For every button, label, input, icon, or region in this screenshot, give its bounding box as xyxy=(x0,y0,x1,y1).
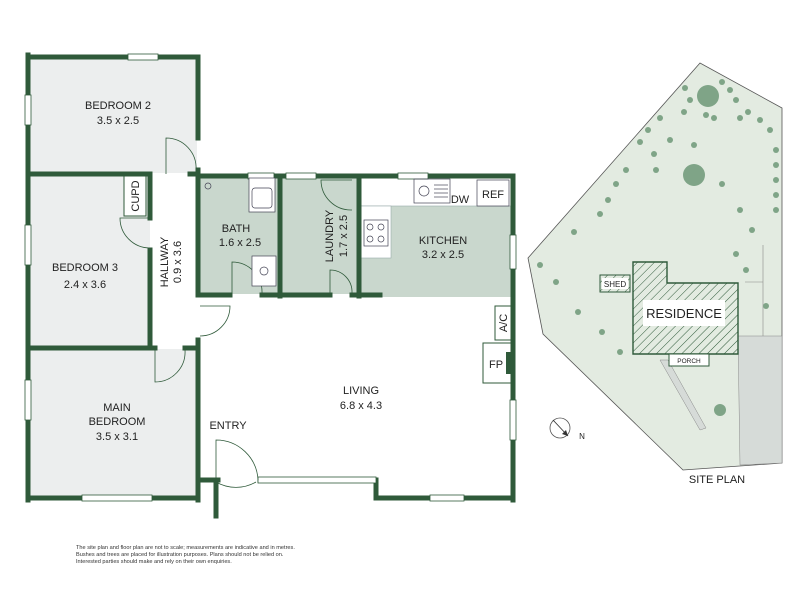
bedroom2-size: 3.5 x 2.5 xyxy=(97,115,139,127)
kitchen-side-bench xyxy=(360,205,392,259)
main-bedroom-floor xyxy=(28,349,198,497)
site-path xyxy=(659,359,707,431)
bath-fixtures xyxy=(204,177,277,287)
windows xyxy=(24,53,517,502)
ref-label: REF xyxy=(482,189,504,201)
main-bedroom-name-2: BEDROOM xyxy=(89,416,146,428)
laundry-name: LAUNDRY xyxy=(324,209,336,262)
living-name: LIVING xyxy=(343,385,379,397)
compass-rose xyxy=(549,417,571,439)
doors xyxy=(119,137,353,518)
cupd-label: CUPD xyxy=(130,180,142,211)
site-plan-title: SITE PLAN xyxy=(689,474,745,486)
entry-label: ENTRY xyxy=(209,420,247,432)
site-driveway xyxy=(737,335,783,466)
ac-box xyxy=(494,305,512,341)
shed-label: SHED xyxy=(604,280,626,289)
disclaimer-line-2: Bushes and trees are placed for illustra… xyxy=(76,552,284,558)
bath-size: 1.6 x 2.5 xyxy=(219,237,261,249)
site-plan: RESIDENCE SHED PORCH xyxy=(527,62,783,486)
shrubs xyxy=(537,79,779,355)
kitchen-size: 3.2 x 2.5 xyxy=(422,249,464,261)
main-bedroom-size: 3.5 x 3.1 xyxy=(96,431,138,443)
trees xyxy=(683,85,726,416)
dw-label: DW xyxy=(451,194,470,206)
bedroom2-name: BEDROOM 2 xyxy=(85,100,151,112)
kitchen-name: KITCHEN xyxy=(419,235,467,247)
living-size: 6.8 x 4.3 xyxy=(340,400,382,412)
disclaimer-line-3: Interested parties should make and rely … xyxy=(76,559,232,565)
bedroom3-name: BEDROOM 3 xyxy=(52,262,118,274)
porch xyxy=(668,353,710,367)
hallway-name: HALLWAY xyxy=(159,236,171,287)
main-bedroom-name-1: MAIN xyxy=(103,402,131,414)
laundry-floor xyxy=(281,176,358,294)
porch-label: PORCH xyxy=(677,358,701,365)
residence-label-bg xyxy=(643,300,725,326)
laundry-size: 1.7 x 2.5 xyxy=(338,215,350,257)
bedroom2-floor xyxy=(28,58,197,173)
disclaimer-line-1: The site plan and floor plan are not to … xyxy=(76,545,295,551)
bath-name: BATH xyxy=(222,223,251,235)
compass-north-label: N xyxy=(579,432,585,441)
residence-label: RESIDENCE xyxy=(646,306,722,321)
hallway-size: 0.9 x 3.6 xyxy=(172,241,184,283)
kitchen-fixtures xyxy=(363,178,510,247)
disclaimer: The site plan and floor plan are not to … xyxy=(76,545,316,566)
fp-box xyxy=(482,342,512,384)
fp-hearth xyxy=(506,352,514,374)
ac-label: A/C xyxy=(498,314,510,332)
bedroom3-size: 2.4 x 3.6 xyxy=(64,279,106,291)
shed-label-bg xyxy=(602,278,628,289)
fp-label: FP xyxy=(489,359,503,371)
cupd-box xyxy=(123,175,147,217)
